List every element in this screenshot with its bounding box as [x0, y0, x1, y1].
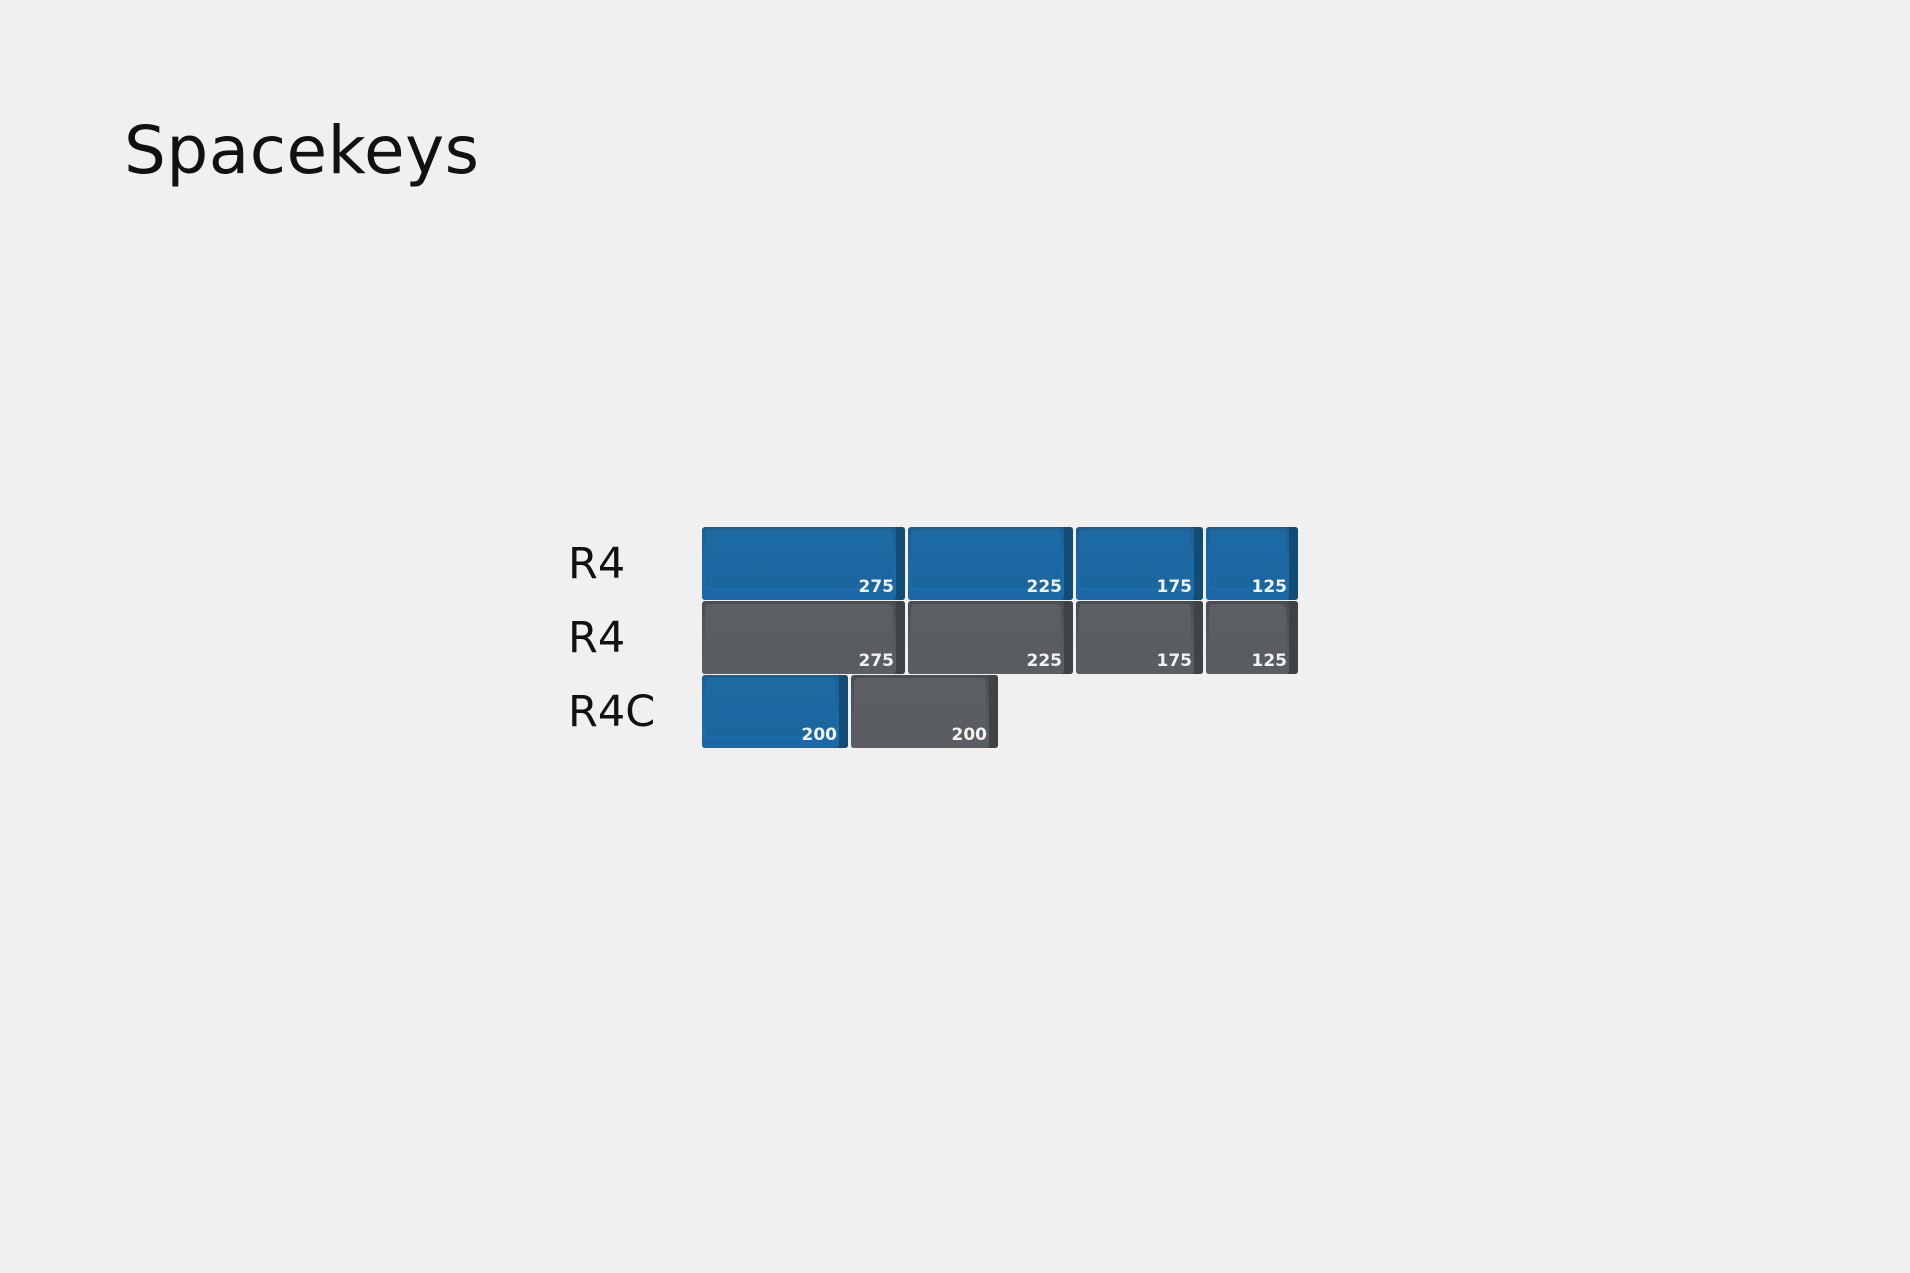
keycap-legend: 225 [1026, 577, 1063, 597]
keycap-r4-blue-225: 225 [908, 527, 1073, 600]
keycap-face [911, 604, 1061, 662]
keycap-face [1209, 530, 1286, 588]
keycap-r4-blue-175: 175 [1076, 527, 1203, 600]
keycap-r4-blue-125: 125 [1206, 527, 1298, 600]
keycap-r4-gray-225: 225 [908, 601, 1073, 674]
keycap-legend: 125 [1251, 577, 1288, 597]
keycap-face [705, 604, 893, 662]
keycap-legend: 200 [801, 725, 838, 745]
keycap-face [1209, 604, 1286, 662]
keycap-legend: 175 [1156, 577, 1193, 597]
row-label-r4-gray: R4 [568, 613, 626, 663]
keycap-r4c-blue-200: 200 [702, 675, 848, 748]
keycap-r4c-gray-200: 200 [851, 675, 998, 748]
row-label-r4-blue: R4 [568, 539, 626, 589]
keycap-face [705, 530, 893, 588]
keycap-legend: 275 [858, 577, 895, 597]
keycap-legend: 125 [1251, 651, 1288, 671]
keycap-face [1079, 530, 1191, 588]
keycap-face [1079, 604, 1191, 662]
row-label-r4c: R4C [568, 687, 656, 737]
keycap-r4-gray-175: 175 [1076, 601, 1203, 674]
keycap-face [705, 678, 836, 736]
keycap-face [911, 530, 1061, 588]
page-title: Spacekeys [124, 112, 480, 189]
keycap-face [854, 678, 986, 736]
keycap-legend: 275 [858, 651, 895, 671]
keycap-r4-gray-125: 125 [1206, 601, 1298, 674]
keycap-r4-blue-275: 275 [702, 527, 905, 600]
keycap-legend: 175 [1156, 651, 1193, 671]
keycap-legend: 200 [951, 725, 988, 745]
keycap-legend: 225 [1026, 651, 1063, 671]
keycap-r4-gray-275: 275 [702, 601, 905, 674]
